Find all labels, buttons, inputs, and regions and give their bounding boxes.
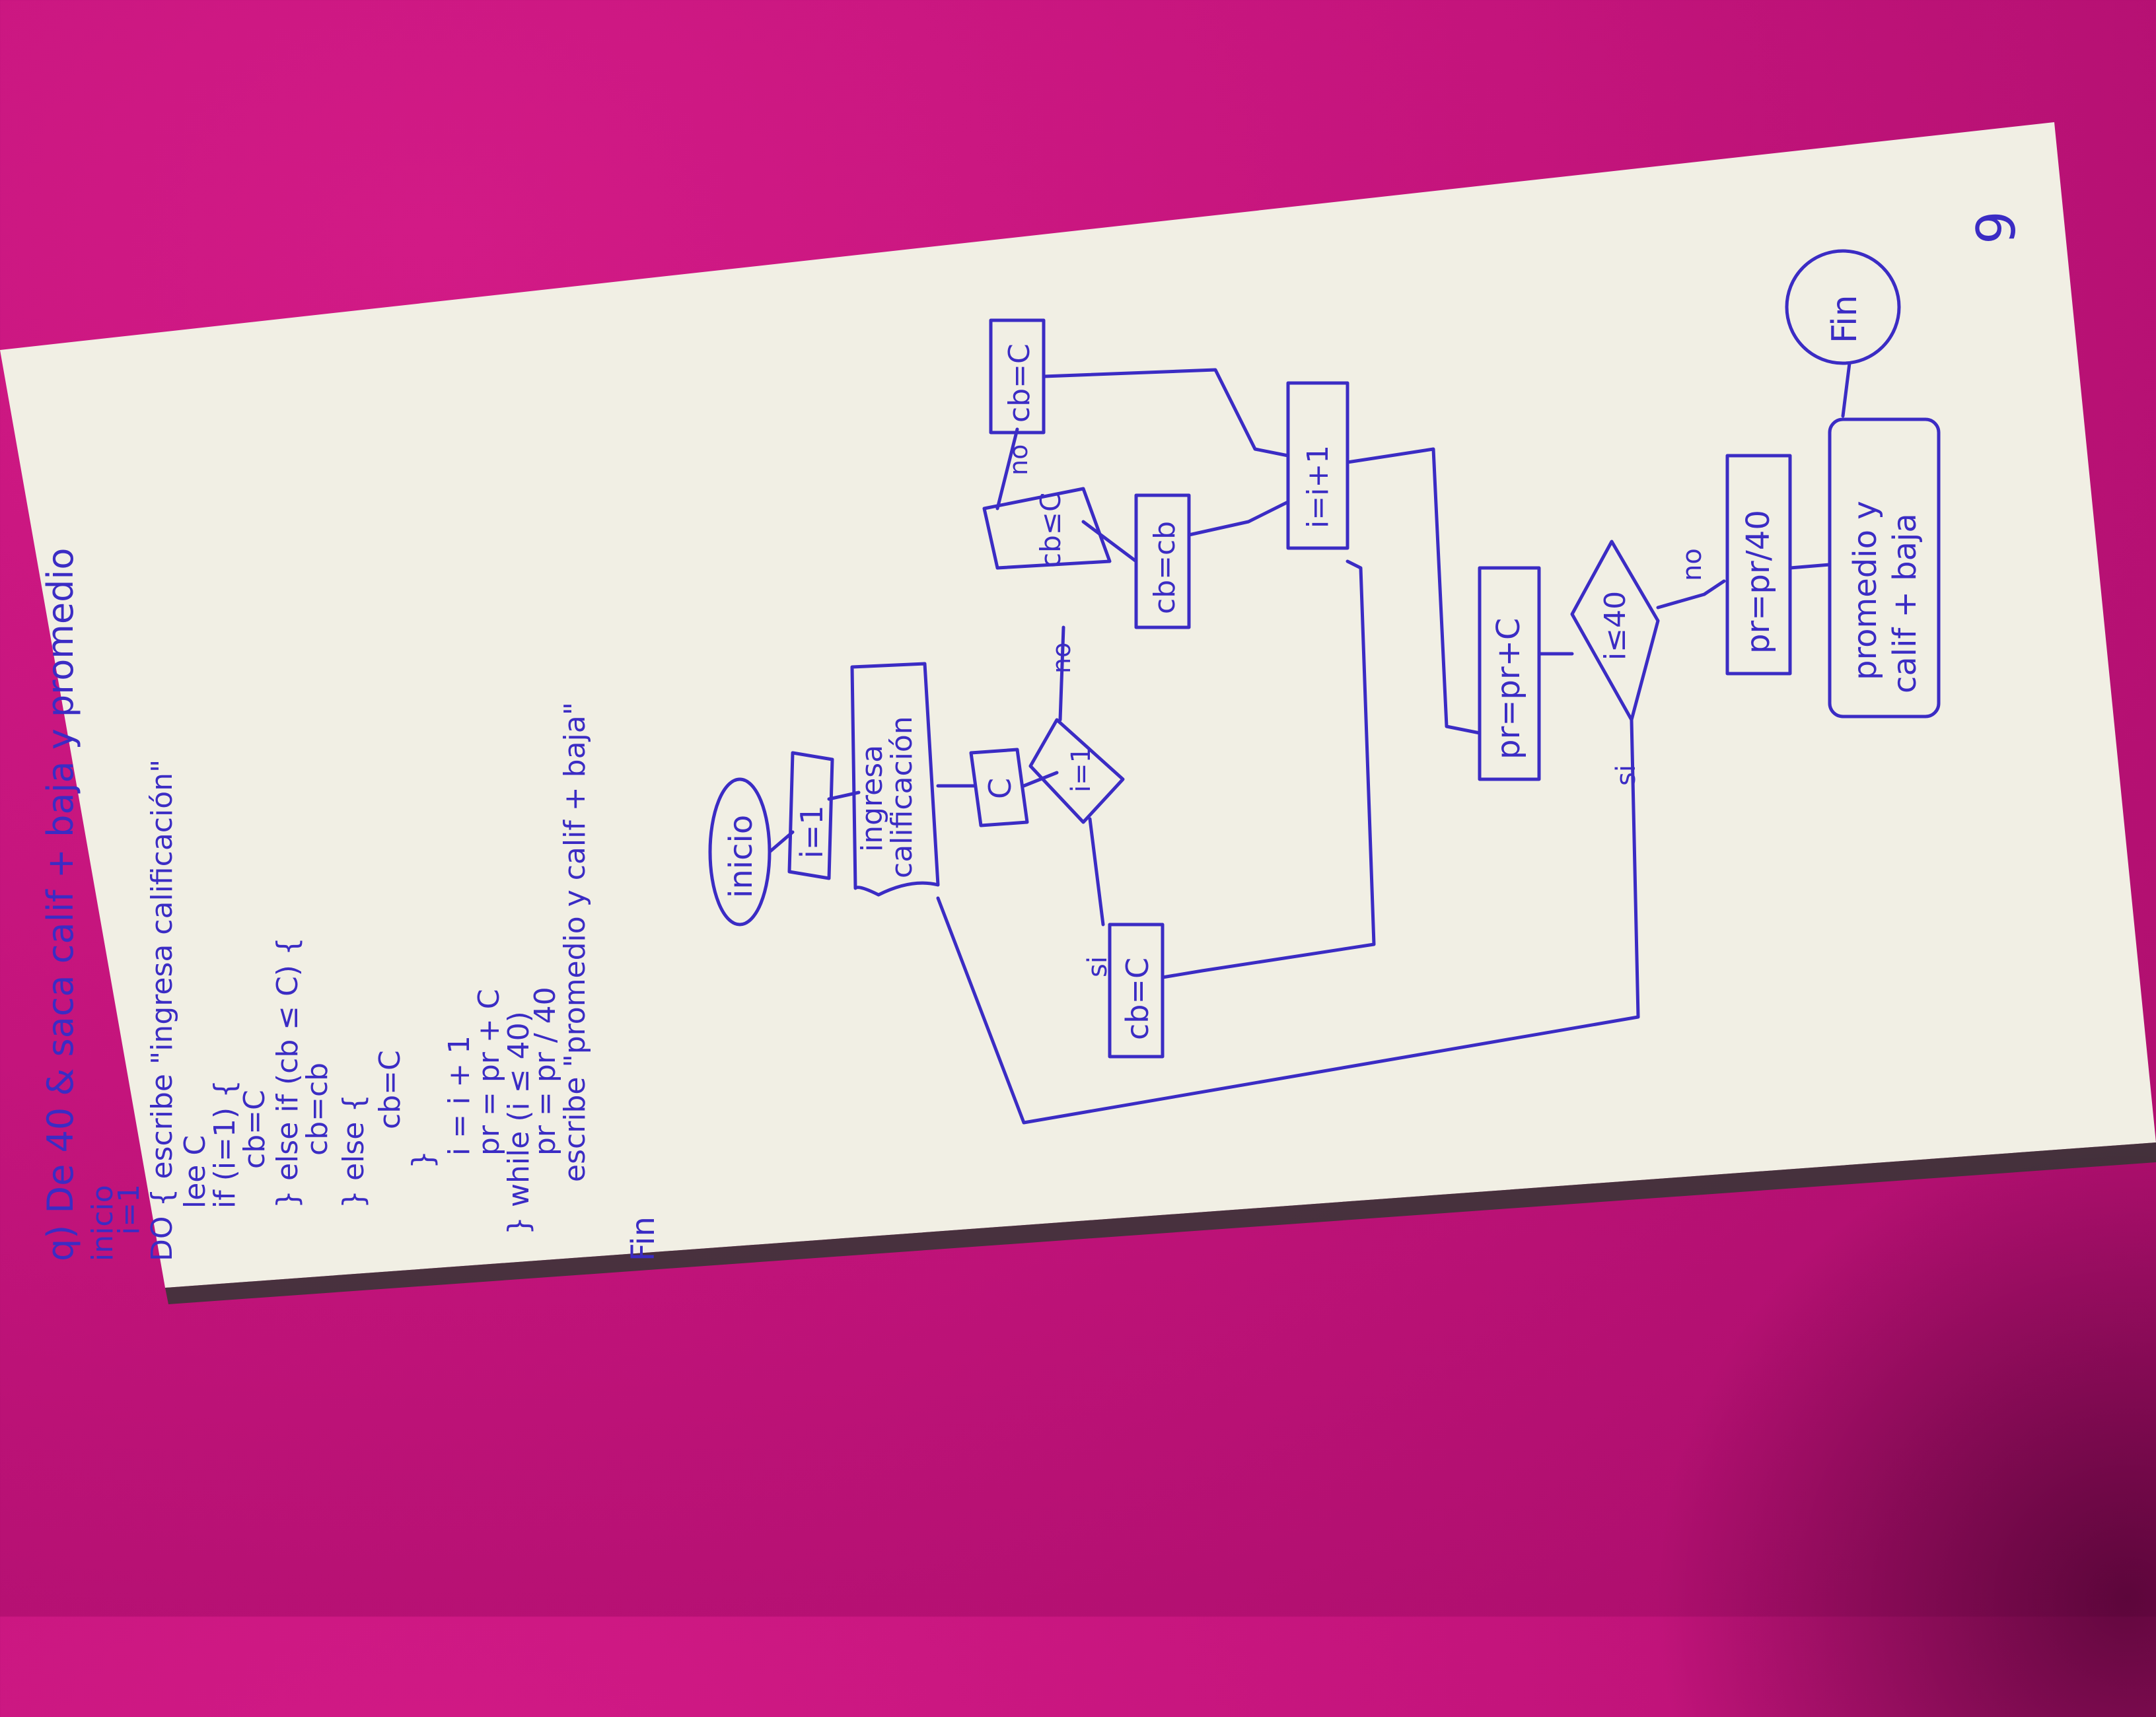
- read-node: C: [969, 748, 1029, 827]
- average-label: pr=pr/40: [1740, 510, 1777, 654]
- decision-first-label: i=1: [1066, 746, 1096, 792]
- code-line: cb=C: [373, 1050, 407, 1129]
- code-line: inicio: [86, 1185, 120, 1261]
- init-label: i=1: [794, 805, 830, 858]
- read-label: C: [982, 778, 1018, 799]
- code-line: } else if (cb ≤ C) {: [271, 937, 305, 1209]
- pseudocode-notes: q) De 40 & saca calif + baja y promedio …: [40, 548, 662, 1261]
- code-line: i=1: [112, 1184, 146, 1235]
- code-line: lee C: [178, 1135, 212, 1209]
- output-node: promedio y calif + baja: [1828, 417, 1941, 718]
- decision-compare-label: cb≤C: [1034, 493, 1067, 568]
- code-line: cb=cb: [301, 1063, 334, 1156]
- code-line: }: [406, 1150, 440, 1169]
- decision-loop: i≤40 si no: [1570, 540, 1707, 786]
- connector-lines: [768, 361, 1851, 1125]
- loop-no-label: no: [1677, 548, 1707, 581]
- average-node: pr=pr/40: [1725, 454, 1792, 676]
- paper-edge-shadow: [165, 1142, 2156, 1304]
- assign-new-label: cb=C: [1003, 343, 1036, 423]
- end-terminator: Fin: [1785, 249, 1901, 365]
- output-label-1: promedio y: [1847, 501, 1884, 680]
- assign-first-label: cb=C: [1120, 958, 1155, 1040]
- assign-first-node: cb=C si: [1083, 923, 1165, 1059]
- increment-label: i=i+1: [1301, 445, 1335, 528]
- code-line: Fin: [625, 1216, 662, 1261]
- code-line: pr = pr / 40: [528, 987, 562, 1156]
- paper-sheet: [0, 122, 2156, 1288]
- code-line: DO { escribe "ingresa calificación": [145, 759, 179, 1261]
- assign-keep-label: cb=cb: [1148, 521, 1182, 614]
- code-line: } else {: [337, 1094, 371, 1209]
- code-line: escribe "promedio y calif + baja": [558, 702, 592, 1182]
- accumulate-label: pr=pr+C: [1490, 618, 1527, 759]
- code-line: i = i + 1: [443, 1035, 476, 1156]
- accumulate-node: pr=pr+C: [1478, 566, 1541, 781]
- end-label: Fin: [1825, 295, 1865, 343]
- increment-node: i=i+1: [1286, 381, 1349, 550]
- output-label-2: calif + baja: [1886, 513, 1923, 693]
- code-line: pr = pr + C: [472, 989, 506, 1156]
- loop-yes-label: si: [1611, 765, 1641, 786]
- code-line: if (i=1) {: [208, 1080, 242, 1209]
- code-line: cb=C: [238, 1090, 271, 1169]
- notebook-page: q) De 40 & saca calif + baja y promedio …: [0, 122, 2156, 1304]
- decision-first: i=1: [1028, 718, 1125, 824]
- notes-heading: q) De 40 & saca calif + baja y promedio: [40, 548, 81, 1261]
- code-line: } while (i ≤ 40): [502, 1011, 536, 1235]
- flowchart: inicio i=1 ingresa calificación C i=1 cb…: [708, 249, 1941, 1125]
- input-label-2: calificación: [885, 716, 919, 878]
- decision-loop-label: i≤40: [1599, 591, 1632, 660]
- input-label-1: ingresa: [855, 745, 889, 852]
- yes-label-1: si: [1083, 956, 1113, 977]
- page-number: 9: [1966, 211, 2027, 244]
- start-label: inicio: [723, 815, 760, 898]
- input-node: ingresa calificación: [850, 662, 940, 897]
